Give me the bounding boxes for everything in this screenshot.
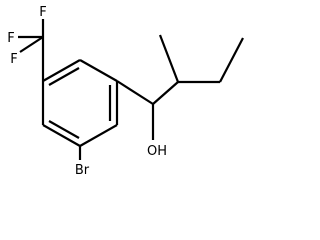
ring-bond-1: [79, 59, 118, 82]
atom-label-f-top: F: [39, 5, 46, 20]
carbinol-to-ch-bond: [152, 81, 179, 105]
atom-label-f-bottom: F: [10, 52, 17, 67]
atom-labels: F F F Br OH: [7, 5, 167, 178]
atom-label-hydroxyl: OH: [147, 144, 167, 159]
ch-to-methyl-bond: [158, 34, 180, 83]
c-f-bottom-bond: [19, 36, 44, 53]
ring-bond-6-inner: [48, 67, 80, 86]
ch2-to-ch3-bond: [219, 37, 244, 83]
bonds: [18, 19, 244, 160]
ring-bond-4: [42, 124, 81, 147]
ring-bond-6: [42, 59, 81, 82]
ring-to-carbinol-bond: [116, 80, 154, 105]
atom-label-f-left: F: [7, 31, 14, 46]
atom-label-bromine: Br: [75, 163, 90, 178]
ring-bond-4-inner: [48, 120, 80, 139]
ring-bond-3: [79, 124, 118, 147]
molecule-structure: F F F Br OH: [7, 5, 244, 178]
